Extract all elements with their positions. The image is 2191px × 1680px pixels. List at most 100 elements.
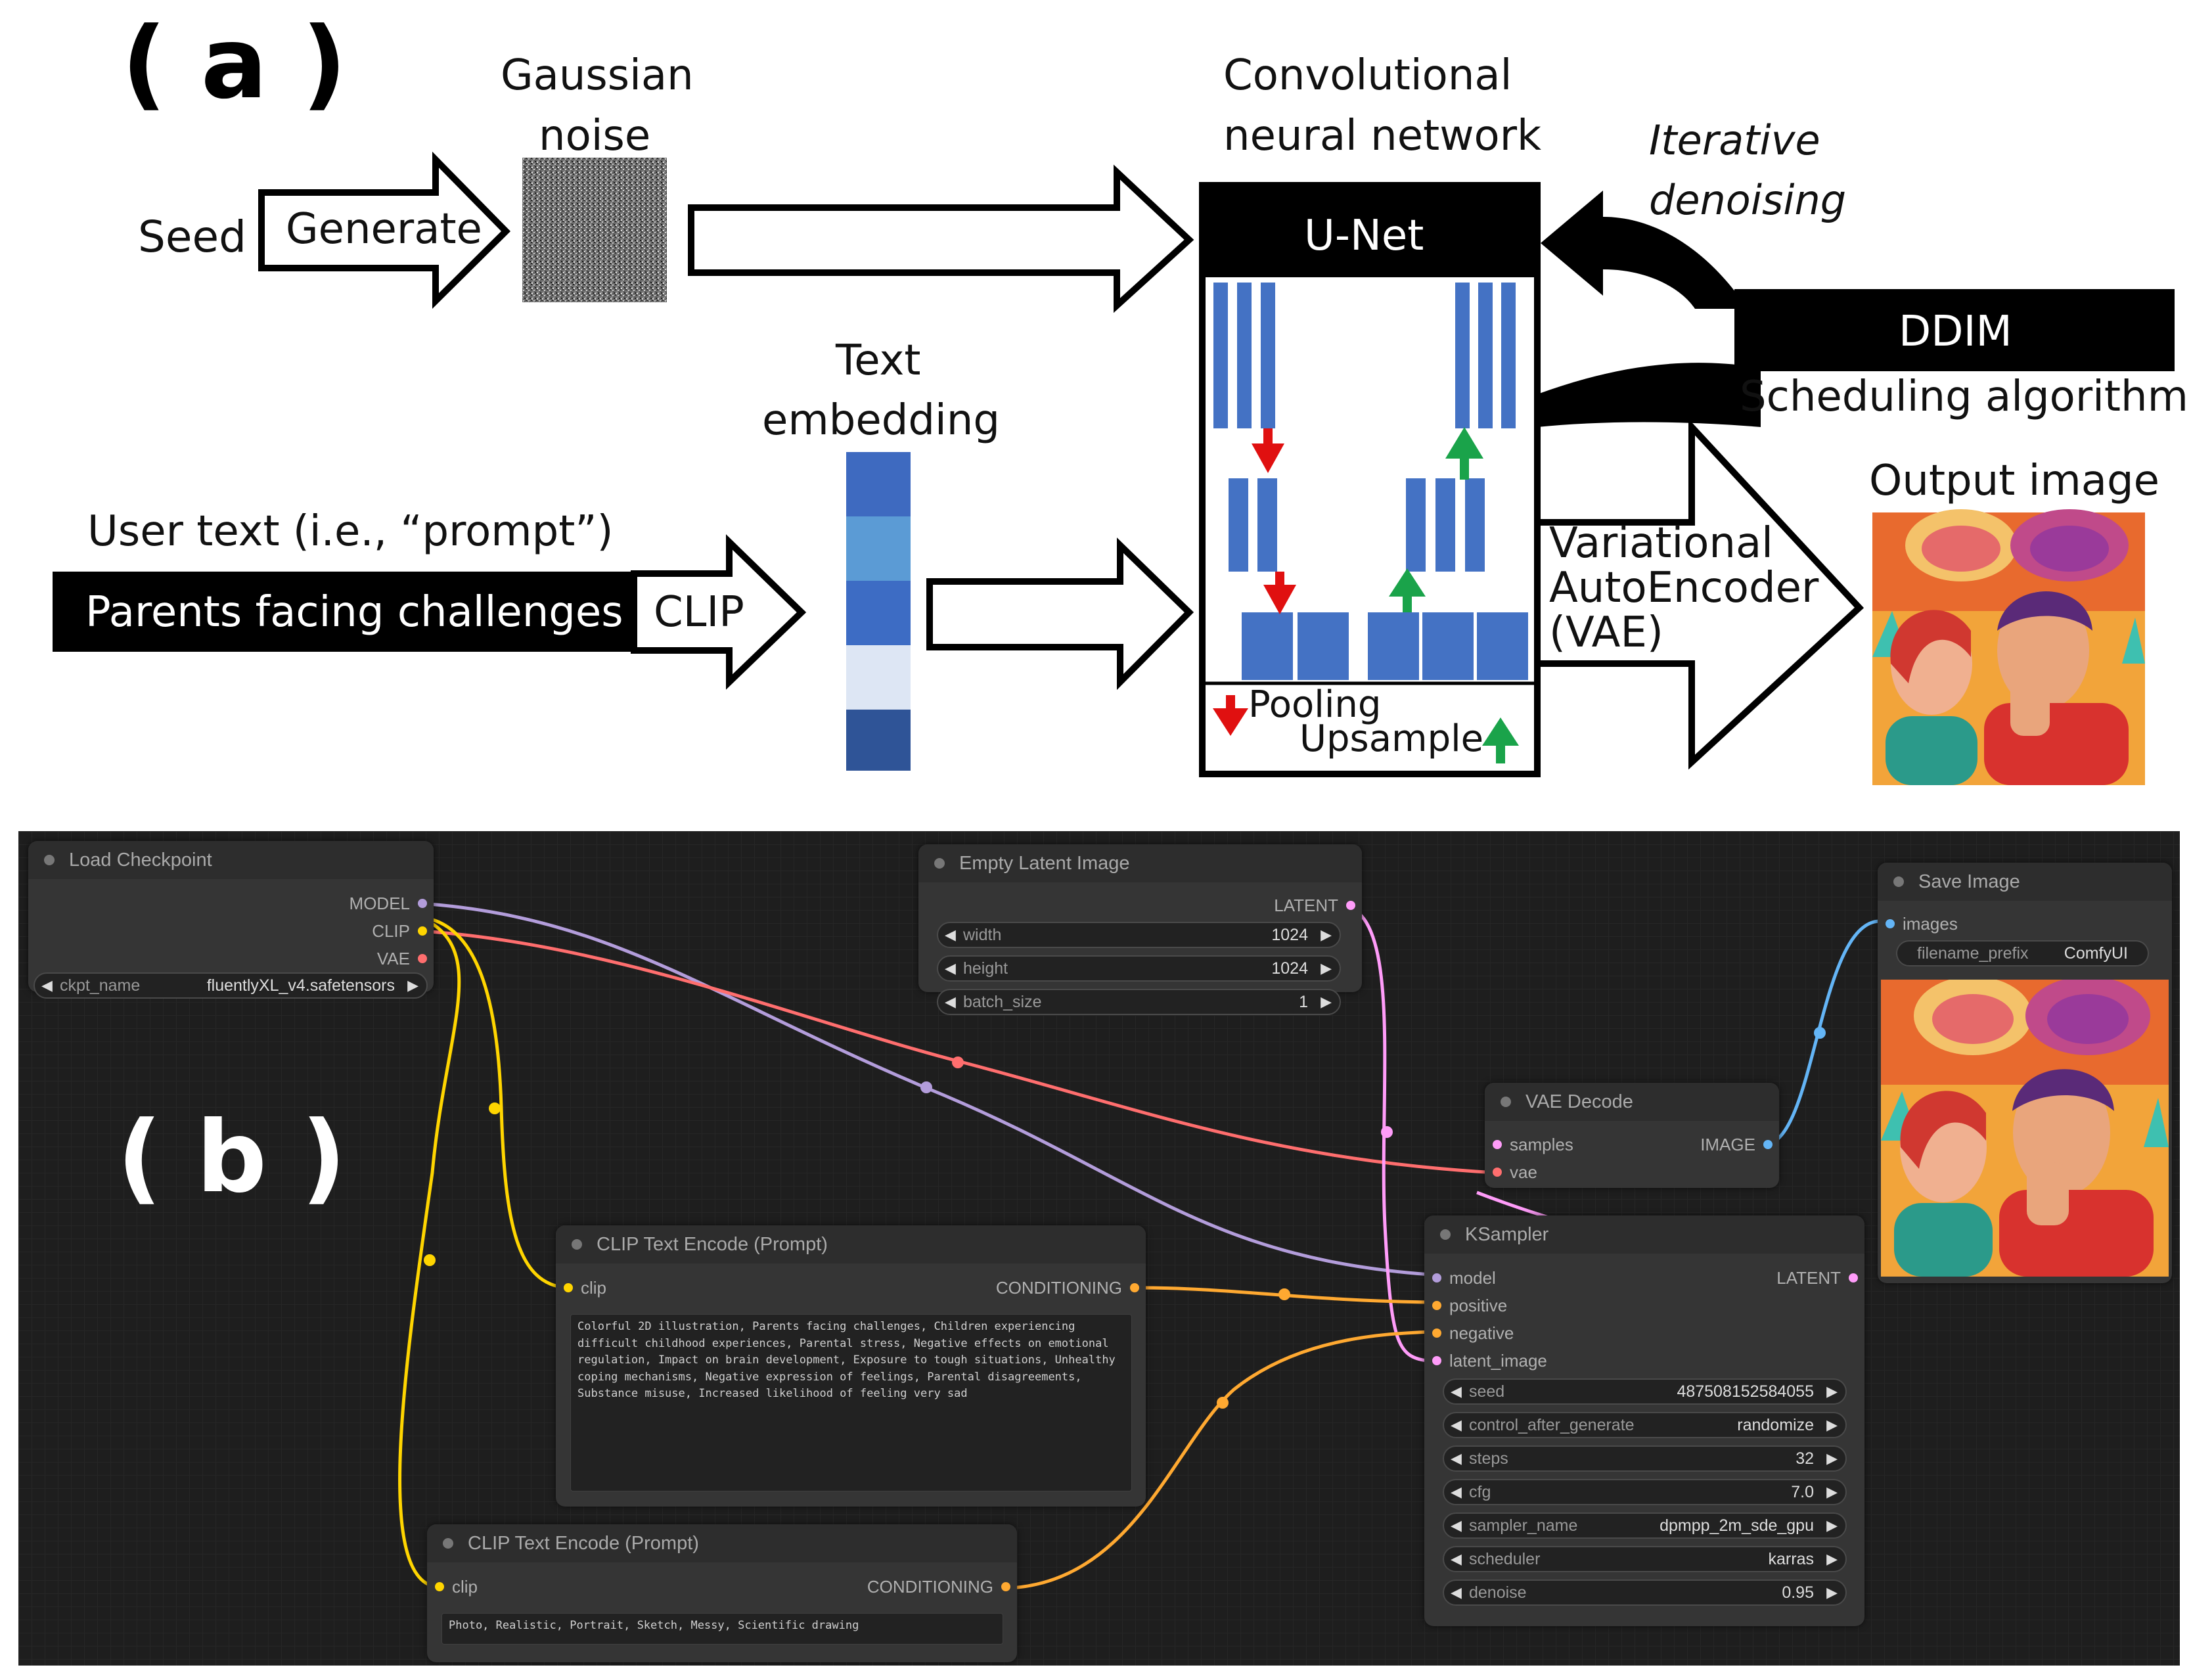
increment-arrow[interactable]: ▶ (1321, 993, 1332, 1010)
widget-height[interactable]: ◀ height 1024 ▶ (937, 955, 1341, 982)
decrement-arrow[interactable]: ◀ (1451, 1551, 1462, 1567)
slot-dot[interactable] (564, 1283, 573, 1292)
slot-dot[interactable] (1763, 1140, 1773, 1149)
widget-seed[interactable]: ◀ seed 487508152584055 ▶ (1443, 1378, 1847, 1405)
input-clip[interactable]: clip (435, 1577, 478, 1597)
increment-arrow[interactable]: ▶ (1826, 1383, 1838, 1399)
node-title[interactable]: Save Image (1878, 863, 2172, 901)
node-ksampler[interactable]: KSampler model positive negative latent_… (1424, 1215, 1864, 1626)
widget-sampler-name[interactable]: ◀ sampler_name dpmpp_2m_sde_gpu ▶ (1443, 1512, 1847, 1539)
text-embedding-label-1: Text (836, 336, 921, 385)
increment-arrow[interactable]: ▶ (1826, 1517, 1838, 1533)
widget-name: steps (1469, 1449, 1508, 1468)
output-latent[interactable]: LATENT (1274, 896, 1355, 915)
increment-arrow[interactable]: ▶ (1321, 926, 1332, 943)
decrement-arrow[interactable]: ◀ (1451, 1383, 1462, 1399)
input-negative[interactable]: negative (1432, 1323, 1514, 1343)
widget-steps[interactable]: ◀ steps 32 ▶ (1443, 1445, 1847, 1472)
slot-dot[interactable] (1432, 1328, 1441, 1338)
widget-denoise[interactable]: ◀ denoise 0.95 ▶ (1443, 1579, 1847, 1606)
slot-dot[interactable] (418, 926, 427, 936)
output-image[interactable]: IMAGE (1700, 1135, 1773, 1154)
node-empty-latent-image[interactable]: Empty Latent Image LATENT ◀ width 1024 ▶… (918, 844, 1362, 1015)
input-samples[interactable]: samples (1493, 1135, 1573, 1154)
comfyui-canvas[interactable]: ( b ) Load Checkpoint MODEL CLIP VAE ◀ c… (18, 831, 2180, 1666)
output-latent[interactable]: LATENT (1776, 1268, 1858, 1288)
slot-dot[interactable] (1849, 1273, 1858, 1283)
node-title[interactable]: Load Checkpoint (28, 841, 434, 879)
node-collapse-dot[interactable] (572, 1239, 582, 1250)
input-clip[interactable]: clip (564, 1278, 606, 1298)
decrement-arrow[interactable]: ◀ (41, 977, 53, 993)
increment-arrow[interactable]: ▶ (1826, 1484, 1838, 1500)
node-clip-text-encode-positive[interactable]: CLIP Text Encode (Prompt) clip CONDITION… (556, 1225, 1146, 1507)
slot-dot[interactable] (435, 1582, 444, 1591)
slot-dot[interactable] (1886, 919, 1895, 928)
node-vae-decode[interactable]: VAE Decode samples vae IMAGE (1485, 1083, 1779, 1188)
increment-arrow[interactable]: ▶ (1826, 1417, 1838, 1433)
node-clip-text-encode-negative[interactable]: CLIP Text Encode (Prompt) clip CONDITION… (427, 1524, 1017, 1662)
decrement-arrow[interactable]: ◀ (945, 993, 956, 1010)
increment-arrow[interactable]: ▶ (1826, 1450, 1838, 1466)
widget-filename-prefix[interactable]: filename_prefix ComfyUI (1896, 940, 2149, 966)
node-collapse-dot[interactable] (1501, 1097, 1511, 1107)
slot-dot[interactable] (1130, 1283, 1139, 1292)
input-model[interactable]: model (1432, 1268, 1496, 1288)
widget-cfg[interactable]: ◀ cfg 7.0 ▶ (1443, 1479, 1847, 1505)
node-title[interactable]: KSampler (1424, 1215, 1864, 1254)
node-title[interactable]: CLIP Text Encode (Prompt) (556, 1225, 1146, 1263)
increment-arrow[interactable]: ▶ (1826, 1551, 1838, 1567)
node-title[interactable]: VAE Decode (1485, 1083, 1779, 1121)
decrement-arrow[interactable]: ◀ (1451, 1517, 1462, 1533)
widget-ckpt-name[interactable]: ◀ ckpt_name fluentlyXL_v4.safetensors ▶ (34, 972, 428, 999)
decrement-arrow[interactable]: ◀ (945, 926, 956, 943)
output-conditioning[interactable]: CONDITIONING (996, 1278, 1139, 1298)
node-title[interactable]: Empty Latent Image (918, 844, 1362, 882)
slot-dot[interactable] (418, 954, 427, 963)
widget-scheduler[interactable]: ◀ scheduler karras ▶ (1443, 1546, 1847, 1572)
widget-width[interactable]: ◀ width 1024 ▶ (937, 922, 1341, 948)
slot-dot[interactable] (418, 899, 427, 908)
slot-dot[interactable] (1432, 1301, 1441, 1310)
output-vae[interactable]: VAE (377, 949, 427, 968)
cnn-label-2: neural network (1223, 112, 1542, 160)
cnn-label-1: Convolutional (1223, 51, 1512, 100)
node-collapse-dot[interactable] (934, 858, 945, 869)
slot-dot[interactable] (1493, 1168, 1502, 1177)
output-model[interactable]: MODEL (350, 894, 427, 913)
decrement-arrow[interactable]: ◀ (1451, 1584, 1462, 1601)
slot-dot[interactable] (1493, 1140, 1502, 1149)
unet-bottom-block (1368, 612, 1419, 680)
scheduling-label: Scheduling algorithm (1740, 373, 2188, 421)
slot-dot[interactable] (1346, 901, 1355, 910)
slot-dot[interactable] (1001, 1582, 1010, 1591)
node-save-image[interactable]: Save Image images filename_prefix ComfyU… (1878, 863, 2172, 1283)
prompt-textarea[interactable]: Colorful 2D illustration, Parents facing… (570, 1314, 1132, 1491)
increment-arrow[interactable]: ▶ (407, 977, 418, 993)
widget-control-after-generate[interactable]: ◀ control_after_generate randomize ▶ (1443, 1412, 1847, 1438)
node-collapse-dot[interactable] (1893, 876, 1904, 887)
input-vae[interactable]: vae (1493, 1162, 1537, 1182)
node-title[interactable]: CLIP Text Encode (Prompt) (427, 1524, 1017, 1562)
node-collapse-dot[interactable] (44, 855, 55, 865)
output-conditioning[interactable]: CONDITIONING (867, 1577, 1010, 1597)
node-collapse-dot[interactable] (1440, 1229, 1451, 1240)
decrement-arrow[interactable]: ◀ (1451, 1417, 1462, 1433)
input-positive[interactable]: positive (1432, 1296, 1507, 1315)
decrement-arrow[interactable]: ◀ (1451, 1450, 1462, 1466)
input-latent-image[interactable]: latent_image (1432, 1351, 1547, 1371)
increment-arrow[interactable]: ▶ (1321, 960, 1332, 976)
input-images[interactable]: images (1886, 914, 1958, 934)
panel-b-letter: ( b ) (117, 1101, 346, 1215)
slot-dot[interactable] (1432, 1273, 1441, 1283)
decrement-arrow[interactable]: ◀ (945, 960, 956, 976)
output-clip[interactable]: CLIP (372, 921, 427, 941)
prompt-textarea[interactable]: Photo, Realistic, Portrait, Sketch, Mess… (441, 1613, 1003, 1645)
widget-batch-size[interactable]: ◀ batch_size 1 ▶ (937, 989, 1341, 1015)
node-collapse-dot[interactable] (443, 1538, 453, 1549)
decrement-arrow[interactable]: ◀ (1451, 1484, 1462, 1500)
link-latent (1338, 903, 1432, 1363)
node-load-checkpoint[interactable]: Load Checkpoint MODEL CLIP VAE ◀ ckpt_na… (28, 841, 434, 999)
slot-dot[interactable] (1432, 1356, 1441, 1365)
increment-arrow[interactable]: ▶ (1826, 1584, 1838, 1601)
